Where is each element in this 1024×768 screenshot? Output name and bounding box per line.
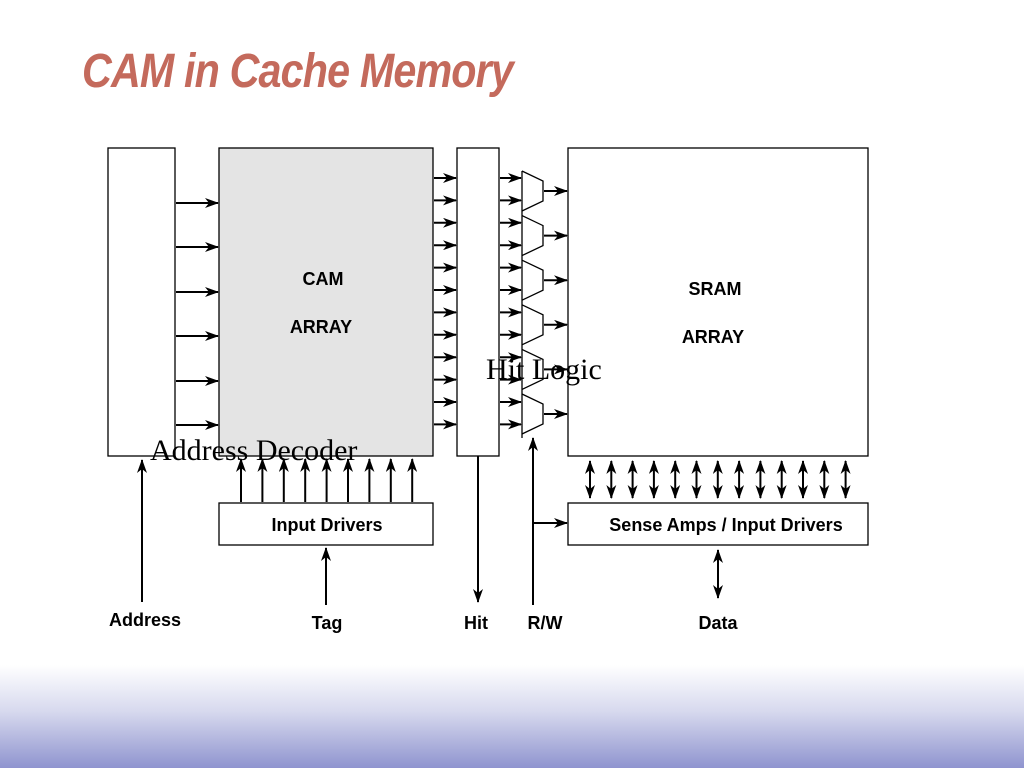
- cam-array-block: [218, 147, 434, 457]
- hit-signal-label: Hit: [464, 613, 488, 633]
- sram-bitline-arrows: [585, 460, 851, 499]
- hit-logic-mux: [521, 304, 544, 346]
- sram-array-label-line2: ARRAY: [682, 327, 744, 347]
- input-driver-arrows: [236, 458, 418, 502]
- address-decoder-block: [107, 147, 176, 457]
- hit-logic-mux: [521, 393, 544, 435]
- input-drivers-label: Input Drivers: [271, 515, 382, 535]
- hit-logic-label: Hit Logic: [486, 353, 602, 386]
- hit-logic-mux: [521, 215, 544, 257]
- sram-array-label-line1: SRAM: [689, 279, 742, 299]
- rw-signal-label: R/W: [528, 613, 563, 633]
- sense-amps-label: Sense Amps / Input Drivers: [609, 515, 842, 535]
- hit-logic-mux: [521, 348, 544, 390]
- sense-amps-block: [567, 502, 869, 546]
- tag-signal-label: Tag: [312, 613, 343, 633]
- decoder-arrows: [176, 198, 219, 430]
- sram-array-block: [567, 147, 869, 457]
- hit-block: [456, 147, 500, 457]
- address-decoder-label: Address Decoder: [150, 434, 357, 467]
- slide-title: CAM in Cache Memory: [82, 45, 514, 98]
- match-line-arrows: [434, 173, 457, 430]
- hit-logic-mux: [521, 170, 544, 212]
- data-signal-label: Data: [698, 613, 738, 633]
- input-drivers-block: [218, 502, 434, 546]
- cam-array-label-line2: ARRAY: [290, 317, 352, 337]
- hit-logic-mux: [521, 259, 544, 301]
- hit-logic-muxes: [521, 170, 544, 438]
- footer-gradient: [0, 665, 1024, 768]
- address-signal-label: Address: [109, 610, 181, 630]
- hit-logic-to-sram-arrows: [500, 173, 568, 430]
- cam-array-label-line1: CAM: [303, 269, 344, 289]
